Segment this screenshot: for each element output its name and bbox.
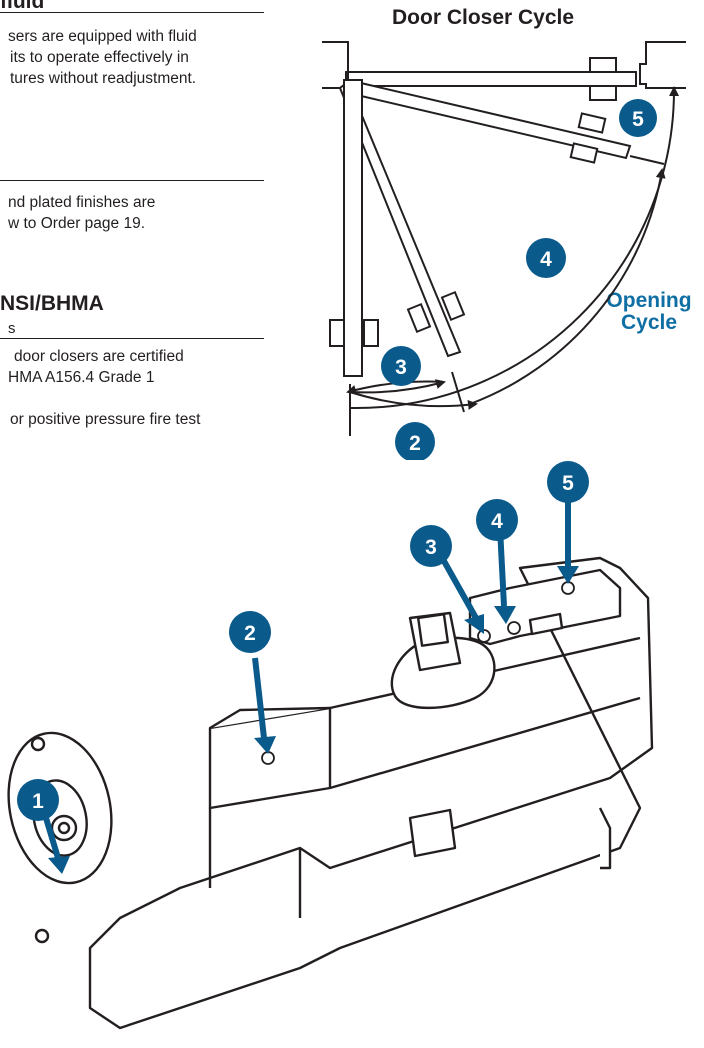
closer-badge-5: 5 [547,461,589,503]
door-open-position [343,79,363,377]
section2-line: w to Order page 19. [8,215,145,232]
closer-badge-3-label: 3 [425,536,437,559]
closer-badge-2-label: 2 [244,622,256,645]
closer-badge-4-label: 4 [491,510,503,533]
cycle-badge-3: 3 [381,346,421,386]
adjustment-valves [261,581,575,765]
diagram-title: Door Closer Cycle [392,6,575,29]
section3-text: door closers are certified HMA A156.4 Gr… [0,346,264,430]
adjustment-arrows [37,498,579,874]
door-diagonal-position [338,80,462,358]
door-frame-right [639,41,686,89]
closer-badge-3: 3 [410,525,452,567]
section1-text: sers are equipped with fluid its to oper… [0,26,264,89]
cycle-badge-5-label: 5 [632,108,644,131]
section3-heading: NSI/BHMA [0,292,104,315]
closer-badge-1: 1 [17,779,59,821]
section1-line: its to operate effectively in [10,49,189,66]
cycle-badge-2-label: 2 [409,432,421,455]
section2-line: nd plated finishes are [8,194,156,211]
closer-bracket [329,57,617,347]
section3-line: door closers are certified [14,348,184,365]
cycle-badge-2: 2 [395,422,435,460]
closer-end-cap [7,731,113,944]
section1-line: sers are equipped with fluid [8,28,197,45]
cycle-badge-4-label: 4 [540,248,552,271]
section1-heading: fluid [0,0,45,13]
door-cycle-diagram: 5 4 3 2 [322,41,686,460]
closer-badge-5-label: 5 [562,472,574,495]
section2-text: nd plated finishes are w to Order page 1… [0,192,264,234]
section3-heading-sub: s [8,320,16,337]
cycle-badge-3-label: 3 [395,356,407,379]
cycle-badge-5: 5 [619,99,657,137]
section3-line: or positive pressure fire test [10,411,201,428]
section3-rule [0,338,264,339]
cycle-badge-4: 4 [526,238,566,278]
opening-cycle-line: Cycle [620,311,678,334]
section1-line: tures without readjustment. [10,70,197,87]
opening-cycle-label: Opening Cycle [594,290,704,334]
closer-body [88,556,654,1030]
closer-badge-4: 4 [476,499,518,541]
closer-badge-2: 2 [229,611,271,653]
section2-rule [0,180,264,181]
closer-badge-1-label: 1 [32,790,44,813]
section3-line: HMA A156.4 Grade 1 [8,369,155,386]
opening-cycle-line: Opening [606,289,692,312]
section1-rule [0,12,264,13]
door-closed-position [347,71,637,87]
door-closer-illustration: 1 2 3 4 5 [7,461,654,1030]
